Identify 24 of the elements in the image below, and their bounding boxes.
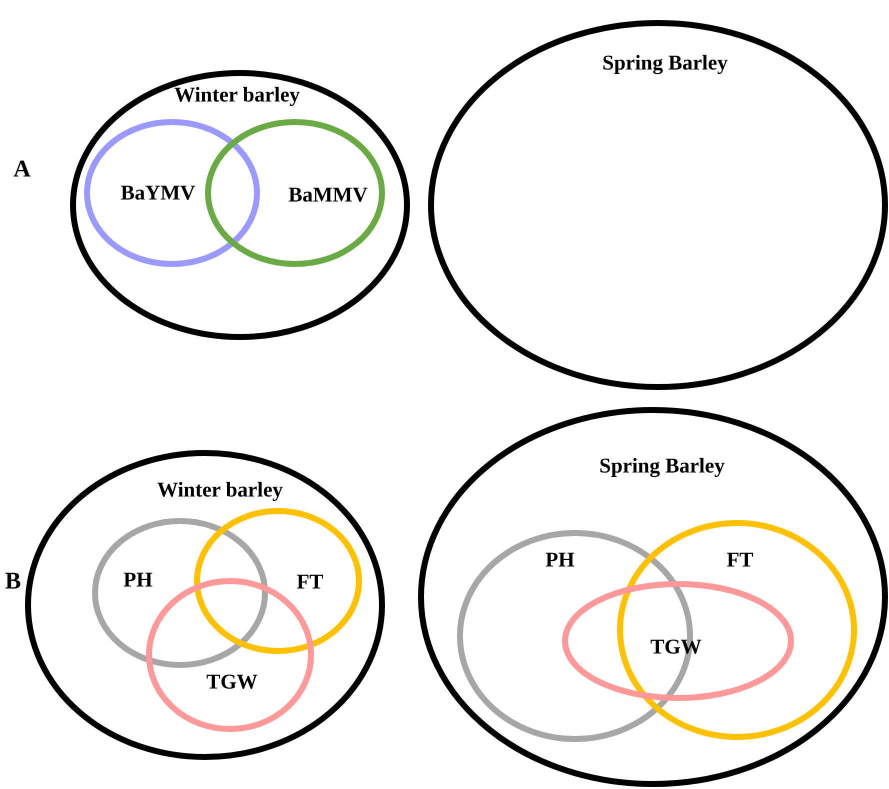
set-ellipse bbox=[562, 581, 794, 701]
set-label: Spring Barley bbox=[602, 51, 728, 75]
set-ellipse bbox=[84, 119, 260, 267]
set-ellipse bbox=[92, 518, 268, 668]
set-label: BaYMV bbox=[120, 181, 196, 205]
set-ellipse bbox=[617, 520, 857, 740]
set-ellipse bbox=[418, 407, 888, 787]
set-label: BaMMV bbox=[288, 183, 368, 207]
set-label: PH bbox=[545, 548, 575, 572]
set-label: PH bbox=[123, 568, 153, 592]
set-ellipse bbox=[25, 450, 385, 760]
panel-letter: B bbox=[5, 568, 21, 596]
set-label: FT bbox=[296, 570, 324, 594]
set-ellipse bbox=[194, 508, 362, 654]
set-ellipse bbox=[70, 70, 410, 340]
set-label: TGW bbox=[650, 635, 702, 659]
set-ellipse bbox=[205, 119, 385, 267]
set-label: TGW bbox=[206, 670, 258, 694]
panel-letter: A bbox=[13, 156, 31, 184]
set-ellipse bbox=[428, 20, 888, 390]
set-label: FT bbox=[726, 548, 754, 572]
set-label: Winter barley bbox=[174, 83, 300, 107]
set-label: Winter barley bbox=[157, 478, 283, 502]
set-label: Spring Barley bbox=[599, 454, 725, 478]
